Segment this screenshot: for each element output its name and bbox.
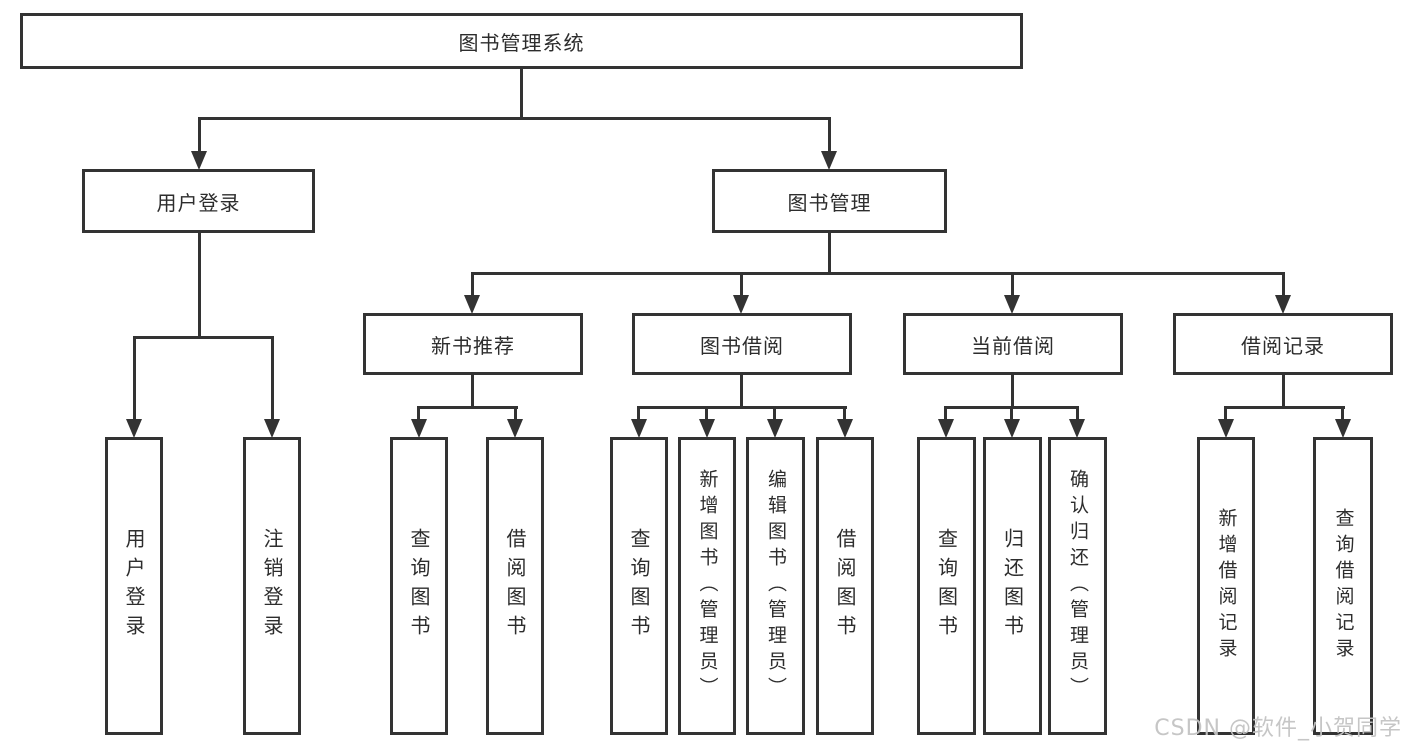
leaf-borrow-books-1: 借阅图书 (486, 437, 544, 735)
arrowhead (821, 151, 837, 170)
node-root-label: 图书管理系统 (458, 30, 585, 55)
arrowhead (1275, 295, 1291, 314)
connector-line (740, 375, 743, 409)
arrowhead (938, 419, 954, 438)
connector-line (198, 233, 201, 337)
leaf-return-books-label: 归还图书 (1000, 528, 1025, 644)
leaf-query-borrow-record: 查询借阅记录 (1313, 437, 1373, 735)
connector-line (1011, 272, 1014, 296)
connector-line (740, 272, 743, 296)
leaf-user-login: 用户登录 (105, 437, 163, 735)
connector-line (417, 406, 420, 420)
leaf-edit-books-admin-label: 编辑图书（管理员） (765, 469, 787, 703)
connector-line (471, 272, 1285, 275)
node-borrow-records-label: 借阅记录 (1241, 333, 1325, 358)
connector-line (1076, 406, 1079, 420)
connector-line (133, 336, 274, 339)
leaf-logout: 注销登录 (243, 437, 301, 735)
connector-line (1010, 406, 1013, 420)
leaf-borrow-books-2: 借阅图书 (816, 437, 874, 735)
leaf-query-books-3-label: 查询图书 (934, 528, 959, 644)
arrowhead (1335, 419, 1351, 438)
node-current-borrow-label: 当前借阅 (971, 333, 1055, 358)
connector-line (198, 117, 831, 120)
connector-line (133, 336, 136, 420)
node-user-login-label: 用户登录 (156, 190, 241, 215)
arrowhead (1004, 419, 1020, 438)
node-borrow-records: 借阅记录 (1173, 313, 1393, 375)
arrowhead (767, 419, 783, 438)
leaf-return-books: 归还图书 (983, 437, 1042, 735)
leaf-borrow-books-2-label: 借阅图书 (833, 528, 857, 644)
connector-line (1282, 272, 1285, 296)
arrowhead (1218, 419, 1234, 438)
connector-line (773, 406, 776, 420)
leaf-query-books-1-label: 查询图书 (407, 528, 431, 644)
arrowhead (837, 419, 853, 438)
arrowhead (464, 295, 480, 314)
connector-line (417, 406, 518, 409)
leaf-add-books-admin-label: 新增图书（管理员） (696, 469, 719, 703)
arrowhead (507, 419, 523, 438)
leaf-confirm-return-admin: 确认归还（管理员） (1048, 437, 1107, 735)
connector-line (637, 406, 640, 420)
node-new-book-recommend-label: 新书推荐 (431, 333, 515, 358)
arrowhead (411, 419, 427, 438)
arrowhead (1069, 419, 1085, 438)
connector-line (471, 375, 474, 409)
leaf-confirm-return-admin-label: 确认归还（管理员） (1067, 469, 1089, 703)
connector-line (1341, 406, 1344, 420)
connector-line (1011, 375, 1014, 409)
node-book-borrow-label: 图书借阅 (700, 333, 784, 358)
connector-line (1282, 375, 1285, 409)
arrowhead (699, 419, 715, 438)
leaf-add-borrow-record: 新增借阅记录 (1197, 437, 1255, 735)
node-new-book-recommend: 新书推荐 (363, 313, 583, 375)
node-current-borrow: 当前借阅 (903, 313, 1123, 375)
node-user-login: 用户登录 (82, 169, 315, 233)
connector-line (705, 406, 708, 420)
node-book-management: 图书管理 (712, 169, 947, 233)
connector-line (637, 406, 847, 409)
connector-line (944, 406, 947, 420)
connector-line (828, 117, 831, 153)
arrowhead (1004, 295, 1020, 314)
connector-line (471, 272, 474, 296)
leaf-add-borrow-record-label: 新增借阅记录 (1215, 508, 1238, 664)
arrowhead (264, 419, 280, 438)
watermark: CSDN @软件_小贺同学 (1154, 716, 1402, 741)
leaf-logout-label: 注销登录 (260, 528, 284, 644)
connector-line (198, 117, 201, 153)
node-book-borrow: 图书借阅 (632, 313, 852, 375)
connector-line (1224, 406, 1345, 409)
leaf-borrow-books-1-label: 借阅图书 (503, 528, 527, 644)
leaf-edit-books-admin: 编辑图书（管理员） (746, 437, 805, 735)
leaf-query-books-1: 查询图书 (390, 437, 448, 735)
leaf-user-login-label: 用户登录 (122, 528, 146, 644)
connector-line (1224, 406, 1227, 420)
connector-line (520, 68, 523, 118)
arrowhead (126, 419, 142, 438)
node-root: 图书管理系统 (20, 13, 1023, 69)
arrowhead (733, 295, 749, 314)
leaf-query-books-3: 查询图书 (917, 437, 976, 735)
connector-line (843, 406, 846, 420)
arrowhead (191, 151, 207, 170)
connector-line (514, 406, 517, 420)
connector-line (828, 233, 831, 275)
arrowhead (631, 419, 647, 438)
node-book-management-label: 图书管理 (787, 190, 872, 215)
leaf-query-borrow-record-label: 查询借阅记录 (1332, 508, 1355, 664)
leaf-query-books-2-label: 查询图书 (627, 528, 651, 644)
connector-line (271, 336, 274, 420)
leaf-add-books-admin: 新增图书（管理员） (678, 437, 736, 735)
leaf-query-books-2: 查询图书 (610, 437, 668, 735)
